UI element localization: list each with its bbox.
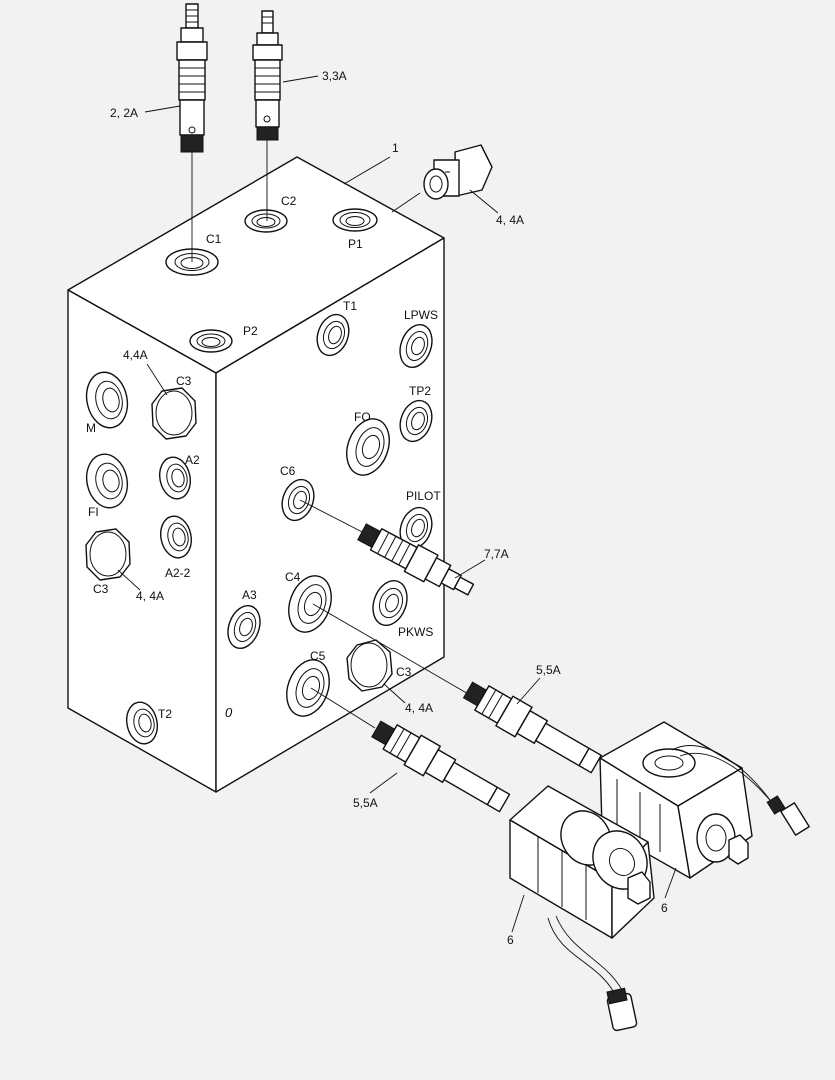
solenoid-coil-bottom — [509, 785, 655, 1032]
port-label-lpws: LPWS — [404, 308, 438, 322]
port-label-t1: T1 — [343, 299, 357, 313]
solenoid-cartridge-5-bottom — [371, 720, 511, 813]
callout-4-4a-mid: 4, 4A — [136, 589, 164, 603]
port-label-fi: FI — [88, 505, 99, 519]
plug-c3-left — [151, 387, 197, 440]
port-fi — [85, 453, 129, 509]
port-label-m: M — [86, 421, 96, 435]
port-p2 — [189, 329, 233, 353]
port-label-c1: C1 — [206, 232, 222, 246]
port-label-c3-bottom: C3 — [93, 582, 109, 596]
port-label-pkws: PKWS — [398, 625, 433, 639]
callout-7-7a: 7,7A — [484, 547, 509, 561]
port-c2 — [244, 209, 288, 233]
port-label-pilot: PILOT — [406, 489, 441, 503]
callout-4-4a-left: 4,4A — [123, 348, 148, 362]
port-label-c2: C2 — [281, 194, 297, 208]
callout-6-right: 6 — [661, 901, 668, 915]
port-label-a3: A3 — [242, 588, 257, 602]
callout-5-5a-right: 5,5A — [536, 663, 561, 677]
port-lpws — [399, 323, 433, 369]
port-t2 — [125, 701, 159, 745]
plug-4-top — [423, 144, 493, 200]
callout-2-2a: 2, 2A — [110, 106, 138, 120]
callout-3-3a: 3,3A — [322, 69, 347, 83]
port-m — [85, 371, 129, 429]
port-label-fo: FO — [354, 410, 371, 424]
port-p1 — [332, 208, 378, 232]
cartridge-valve-3 — [252, 10, 283, 141]
port-label-c4: C4 — [285, 570, 301, 584]
solenoid-cartridge-5-right — [462, 681, 602, 774]
port-pilot — [399, 506, 433, 550]
cartridge-valve-2 — [176, 3, 208, 153]
port-c6 — [281, 478, 315, 522]
port-label-c5: C5 — [310, 649, 326, 663]
plug-c3-right — [346, 639, 393, 692]
orientation-mark: 0 — [225, 705, 233, 720]
port-c4 — [288, 575, 332, 633]
port-a3 — [227, 604, 261, 650]
port-a2 — [158, 456, 192, 500]
port-label-tp2: TP2 — [409, 384, 431, 398]
port-label-t2: T2 — [158, 707, 172, 721]
port-t1 — [316, 313, 350, 357]
port-label-p2: P2 — [243, 324, 258, 338]
port-pkws — [372, 580, 408, 626]
callout-5-5a-bottom: 5,5A — [353, 796, 378, 810]
assembly-lines — [191, 140, 471, 729]
callout-6-bottom: 6 — [507, 933, 514, 947]
leader-lines — [117, 75, 677, 933]
callout-4-4a-bottom: 4, 4A — [405, 701, 433, 715]
port-a2-2 — [159, 515, 193, 559]
callout-1: 1 — [392, 141, 399, 155]
callout-4-4a-top: 4, 4A — [496, 213, 524, 227]
port-fo — [346, 418, 390, 476]
port-label-a2: A2 — [185, 453, 200, 467]
port-label-c6: C6 — [280, 464, 296, 478]
port-tp2 — [399, 399, 433, 443]
port-label-p1: P1 — [348, 237, 363, 251]
cartridge-valve-7 — [357, 523, 475, 596]
port-c5 — [286, 659, 330, 717]
port-label-c3-left: C3 — [176, 374, 192, 388]
solenoid-coil-right — [599, 721, 810, 879]
plug-c3-bottom — [85, 528, 131, 581]
port-label-a2-2: A2-2 — [165, 566, 191, 580]
port-label-c3-right: C3 — [396, 665, 412, 679]
